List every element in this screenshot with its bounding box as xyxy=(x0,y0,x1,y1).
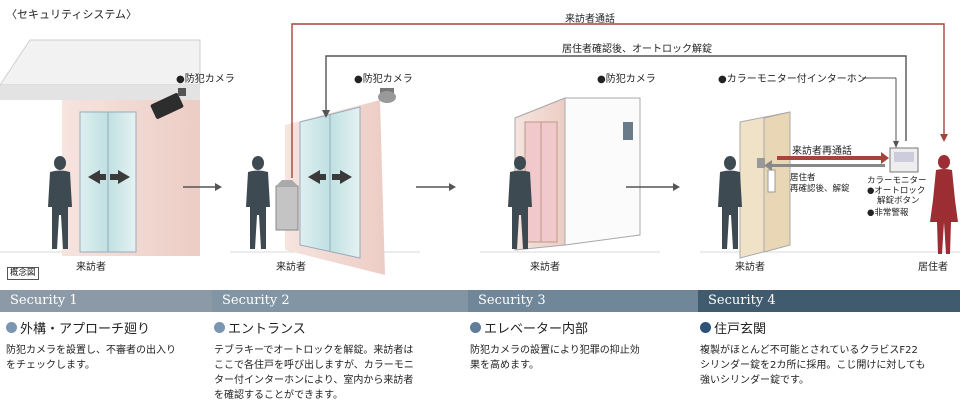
security-band-4: Security 4 xyxy=(698,290,960,312)
recall-arrow xyxy=(777,152,889,164)
monitor-item-unlock-2: 解錠ボタン xyxy=(877,196,920,206)
section-heading: 住戸玄関 xyxy=(700,318,958,337)
flow-unlock-label: 居住者確認後、オートロック解錠 xyxy=(562,44,712,55)
visitor-figure-4 xyxy=(718,156,742,249)
flow-recall-label: 来訪者再通話 xyxy=(792,146,852,157)
security-diagram xyxy=(0,23,960,275)
monitor-item-unlock: ●オートロック xyxy=(867,186,926,196)
page-title: 〈セキュリティシステム〉 xyxy=(6,8,138,21)
flow-resident-unlock-2: 再確認後、解錠 xyxy=(790,184,850,194)
security-band-3: Security 3 xyxy=(468,290,698,312)
intercom-label: ●カラーモニター付インターホン xyxy=(718,74,867,85)
visitor-label-1: 来訪者 xyxy=(76,262,106,273)
section-body: テブラキーでオートロックを解錠。来訪者はここで各住戸を呼び出しますが、カラーモニ… xyxy=(214,345,414,401)
resident-label: 居住者 xyxy=(918,262,948,273)
visitor-figure-2 xyxy=(246,156,270,249)
section-body: 防犯カメラを設置し、不審者の出入りをチェックします。 xyxy=(6,345,176,371)
section-heading: エレベーター内部 xyxy=(470,318,695,337)
section-body: 防犯カメラの設置により犯罪の抑止効果を高めます。 xyxy=(470,345,640,371)
bullet-icon xyxy=(700,322,711,333)
bullet-icon xyxy=(6,322,17,333)
stage-2-entrance xyxy=(246,88,396,275)
bullet-icon xyxy=(470,322,481,333)
section-heading: 外構・アプローチ廻り xyxy=(6,318,206,337)
stage-3-elevator xyxy=(508,97,641,251)
bullet-icon xyxy=(214,322,225,333)
security-band-1: Security 1 xyxy=(0,290,212,312)
door-arrows-icon xyxy=(308,170,352,184)
door-unlock-arrow xyxy=(764,160,885,171)
flow-call-label: 来訪者通話 xyxy=(565,14,615,25)
section-2: エントランス テブラキーでオートロックを解錠。来訪者はここで各住戸を呼び出します… xyxy=(214,318,464,403)
visitor-label-2: 来訪者 xyxy=(276,262,306,273)
security-band-2: Security 2 xyxy=(212,290,468,312)
section-heading: エントランス xyxy=(214,318,464,337)
resident-figure xyxy=(930,155,958,254)
flow-arrows xyxy=(183,183,680,191)
section-3: エレベーター内部 防犯カメラの設置により犯罪の抑止効果を高めます。 xyxy=(470,318,695,373)
flow-resident-unlock-1: 居住者 xyxy=(790,173,816,183)
visitor-call-line xyxy=(291,23,948,178)
camera-icon xyxy=(150,88,186,119)
unlock-line xyxy=(322,55,907,141)
intercom-callout-arrow xyxy=(893,141,899,148)
concept-badge: 概念図 xyxy=(7,267,39,280)
camera-label-2: ●防犯カメラ xyxy=(354,74,413,85)
camera-label-1: ●防犯カメラ xyxy=(176,74,235,85)
visitor-label-4: 来訪者 xyxy=(735,262,765,273)
stage-4-front-door xyxy=(718,111,958,259)
monitor-item-alarm: ●非常警報 xyxy=(867,208,909,218)
stage-1-approach xyxy=(0,39,201,256)
visitor-label-3: 来訪者 xyxy=(530,262,560,273)
intercom-monitor-icon xyxy=(889,147,919,173)
door-arrows-icon xyxy=(88,170,130,184)
dome-camera-icon xyxy=(378,88,396,103)
camera-label-3: ●防犯カメラ xyxy=(597,74,656,85)
section-1: 外構・アプローチ廻り 防犯カメラを設置し、不審者の出入りをチェックします。 xyxy=(6,318,206,373)
monitor-title: カラーモニター xyxy=(867,176,927,186)
